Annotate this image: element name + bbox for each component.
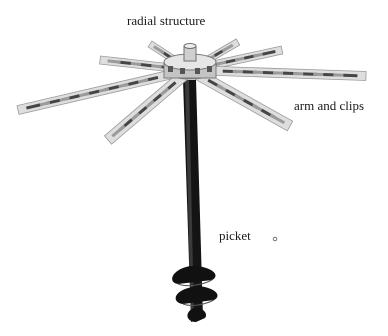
clip-icon — [343, 74, 357, 77]
radial-hub-icon — [164, 44, 216, 80]
label-radial-structure: radial structure — [127, 13, 205, 29]
helical-auger-icon — [172, 266, 217, 322]
label-picket: picket — [219, 228, 251, 244]
label-arm-and-clips: arm and clips — [294, 98, 364, 114]
marker-dot — [273, 237, 277, 241]
